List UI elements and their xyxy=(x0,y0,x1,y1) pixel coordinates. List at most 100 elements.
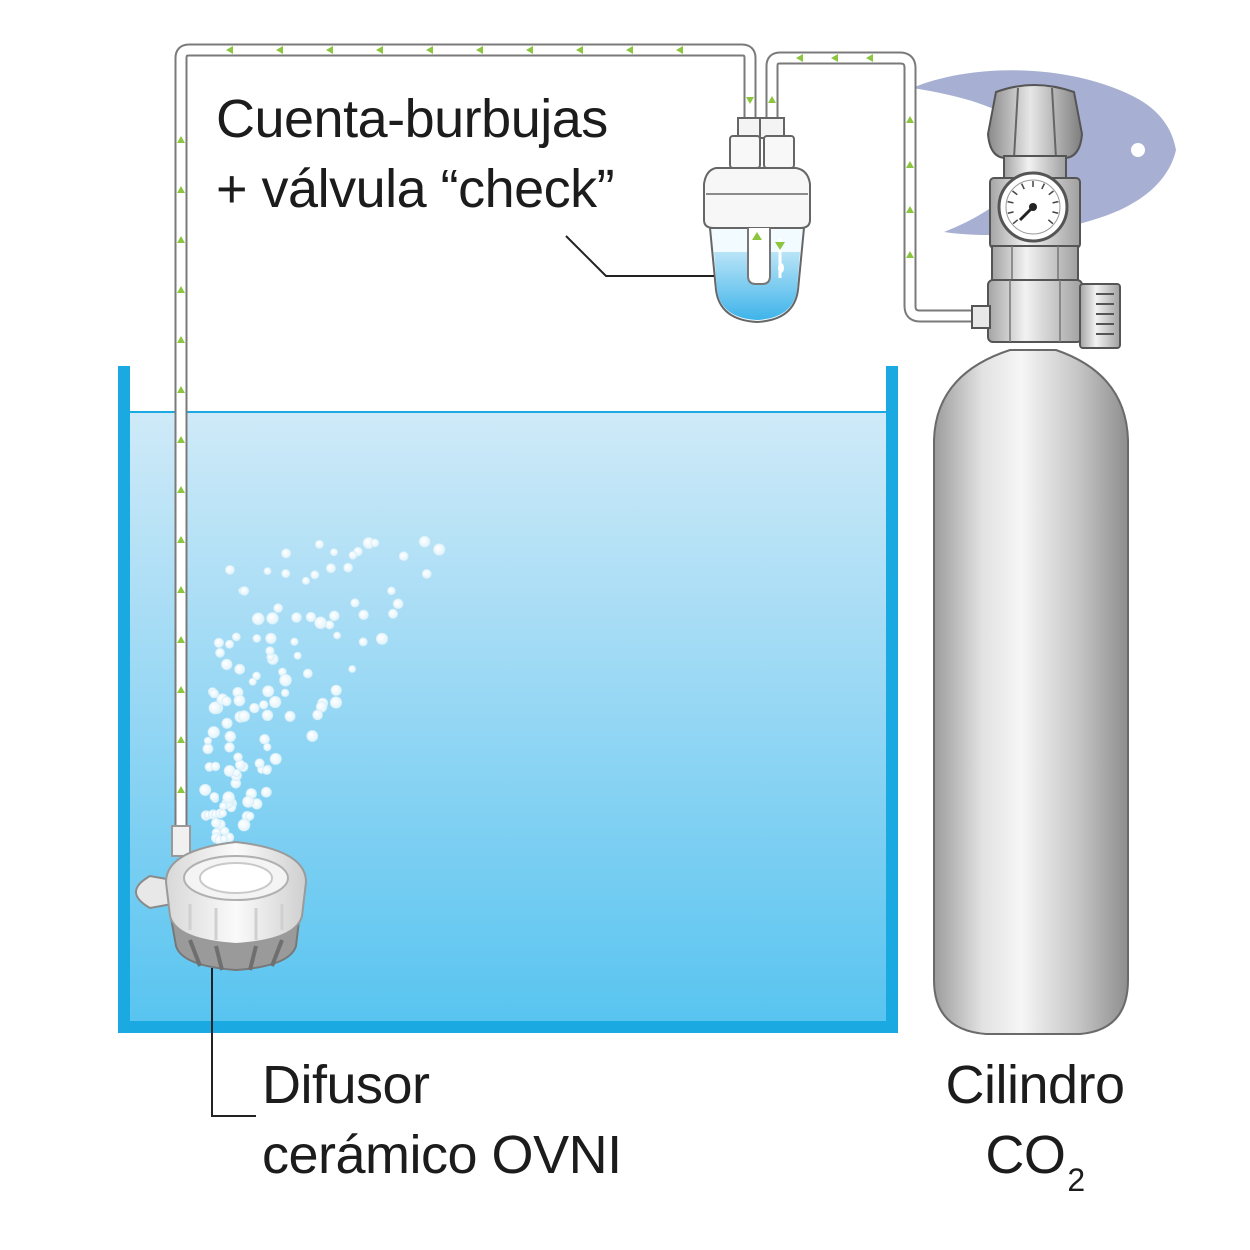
co2-bubble xyxy=(251,612,265,626)
co2-bubble xyxy=(234,663,246,675)
gas-flow-arrow xyxy=(177,536,185,543)
co2-bubble xyxy=(207,726,220,739)
bubble-counter-label: Cuenta-burbujas + válvula “check” xyxy=(216,84,615,224)
co2-bubble xyxy=(314,616,327,630)
co2-bubble xyxy=(245,811,255,821)
gas-flow-arrow xyxy=(276,46,283,54)
gauge-tick xyxy=(1048,190,1054,196)
gas-flow-arrow xyxy=(906,251,914,258)
gas-flow-arrow xyxy=(226,46,233,54)
co2-bubble xyxy=(305,611,317,623)
co2-bubble xyxy=(329,696,343,709)
gas-flow-arrow xyxy=(177,586,185,593)
co2-bubble xyxy=(284,710,296,722)
co2-bubble xyxy=(418,535,431,548)
co2-bubble xyxy=(209,688,219,699)
gauge-tick xyxy=(1020,183,1025,190)
co2-bubble xyxy=(263,742,272,752)
co2-bubbles xyxy=(199,535,446,846)
gas-flow-arrow xyxy=(906,206,914,213)
cylinder-label-line1: Cilindro xyxy=(945,1055,1125,1115)
gas-flow-arrow xyxy=(177,286,185,293)
co2-bubble xyxy=(261,709,274,722)
co2-bubble xyxy=(265,632,277,645)
co2-bubble xyxy=(291,612,302,623)
co2-regulator xyxy=(971,84,1121,349)
co2-bubble xyxy=(314,539,324,549)
co2-bubble xyxy=(343,562,354,573)
gas-flow-arrow xyxy=(906,116,914,123)
co2-bubble xyxy=(281,548,292,559)
co2-bubble xyxy=(254,758,265,769)
gas-flow-arrows xyxy=(177,46,914,793)
gas-flow-arrow xyxy=(426,46,433,54)
co2-bubble xyxy=(312,709,323,721)
gas-flow-arrow xyxy=(376,46,383,54)
co2-bubble xyxy=(392,598,404,610)
co2-bubble xyxy=(358,637,368,647)
gas-flow-arrow xyxy=(831,54,838,62)
co2-bubble xyxy=(232,769,241,778)
co2-bubble xyxy=(233,694,246,707)
co2-bubble xyxy=(265,646,275,656)
gas-flow-arrow xyxy=(177,336,185,343)
gauge-tick xyxy=(1041,183,1046,190)
co2-bubble xyxy=(199,783,212,796)
co2-bubble xyxy=(221,717,233,729)
gas-flow-arrow xyxy=(177,136,185,143)
co2-bubble xyxy=(433,543,446,556)
co2-bubble xyxy=(281,569,291,579)
gas-flow-arrow xyxy=(476,46,483,54)
co2-bubble xyxy=(348,550,358,560)
co2-bubble xyxy=(224,730,237,743)
gas-flow-arrow xyxy=(746,97,754,104)
gas-flow-arrow xyxy=(177,436,185,443)
co2-bubble xyxy=(231,632,241,642)
diffuser-label-line1: Difusor xyxy=(262,1055,430,1115)
bubble-counter-label-line1: Cuenta-burbujas xyxy=(216,89,608,149)
co2-bubble xyxy=(224,742,235,753)
co2-bubble xyxy=(310,570,320,580)
co2-bubble xyxy=(220,834,229,844)
gas-flow-arrow xyxy=(177,486,185,493)
cylinder-label-line2: CO2 xyxy=(930,1120,1140,1198)
cylinder-label: Cilindro CO2 xyxy=(930,1050,1140,1198)
co2-bubble xyxy=(387,608,398,619)
co2-bubble xyxy=(329,548,338,557)
co2-bubble xyxy=(233,752,243,762)
ceramic-diffuser xyxy=(134,825,308,1117)
co2-bubble xyxy=(248,677,257,686)
co2-bubble xyxy=(252,671,261,681)
gauge-tick xyxy=(1047,219,1054,225)
bubble-counter-label-line2: + válvula “check” xyxy=(216,159,615,219)
co2-bubble xyxy=(259,733,270,745)
gas-flow-arrow xyxy=(177,636,185,643)
gauge-tick xyxy=(1007,211,1014,215)
co2-bubble xyxy=(252,634,262,643)
co2-bubble xyxy=(263,567,272,576)
co2-bubble xyxy=(218,809,227,818)
cylinder-label-subscript: 2 xyxy=(1067,1162,1085,1198)
co2-bubble xyxy=(350,598,360,608)
co2-bubble xyxy=(302,668,313,679)
co2-bubble xyxy=(239,586,250,596)
co2-bubble xyxy=(266,612,279,625)
co2-bubble xyxy=(273,603,283,613)
co2-bubble xyxy=(328,610,340,622)
gas-flow-arrow xyxy=(526,46,533,54)
gauge-tick xyxy=(1052,211,1059,215)
gas-flow-arrow xyxy=(177,386,185,393)
gas-flow-arrow xyxy=(676,46,683,54)
gas-flow-arrow xyxy=(177,686,185,693)
co2-bubble xyxy=(221,696,232,707)
co2-bubble xyxy=(237,818,251,832)
co2-bubble xyxy=(398,551,409,562)
co2-bubble xyxy=(358,609,369,621)
co2-bubble xyxy=(269,695,282,709)
co2-bubble xyxy=(260,786,272,798)
co2-bubble xyxy=(262,765,272,775)
co2-bubble xyxy=(220,826,230,836)
co2-bubble xyxy=(209,792,220,802)
co2-bubble xyxy=(262,685,275,698)
